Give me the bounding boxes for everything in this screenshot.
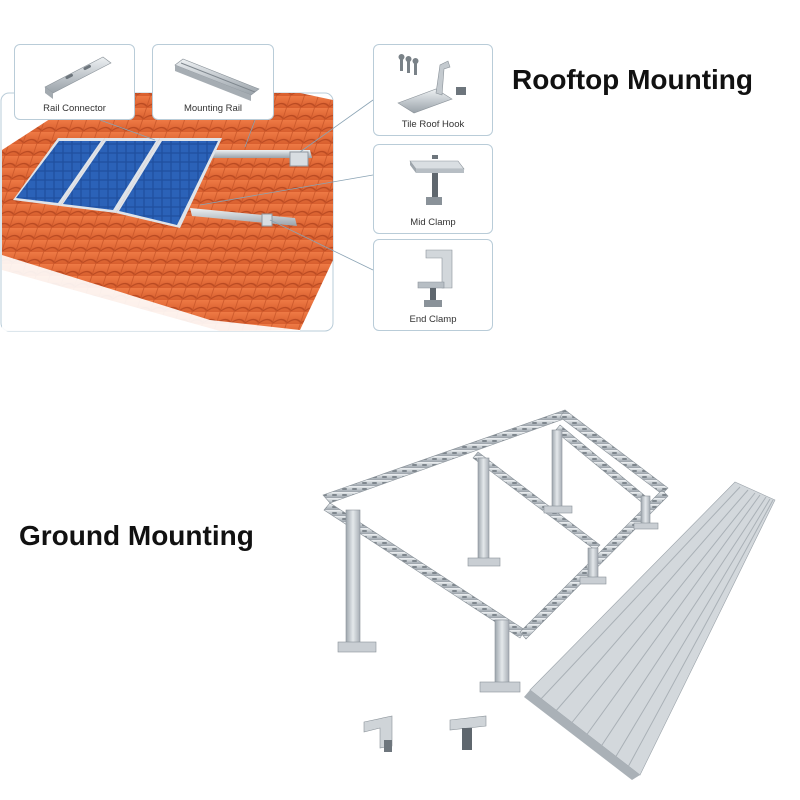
mounting-rail-callout: Mounting Rail (152, 44, 274, 120)
loose-clamps (363, 715, 487, 752)
tile-roof-hook-label: Tile Roof Hook (401, 119, 465, 130)
callout-leaders (99, 99, 374, 271)
rooftop-illustration (0, 92, 374, 332)
solar-panel-array (13, 138, 222, 228)
ground-mounting-heading: Ground Mounting (19, 520, 254, 551)
tile-roof-hook-image (397, 54, 466, 114)
end-clamp-label: End Clamp (409, 314, 457, 325)
rail-bundle (524, 481, 776, 780)
rail-connector-image (44, 56, 112, 99)
ground-legs (337, 429, 659, 693)
mid-clamp-callout: Mid Clamp (373, 144, 493, 234)
rail-connector-label: Rail Connector (43, 103, 106, 114)
mounting-rail-image (174, 58, 260, 101)
rail-connector-callout: Rail Connector (14, 44, 135, 120)
mid-clamp-label: Mid Clamp (410, 217, 456, 228)
rooftop-mounting-heading: Rooftop Mounting (512, 64, 754, 95)
mounting-rail-label: Mounting Rail (183, 103, 243, 114)
ground-mount-illustration (322, 409, 776, 780)
mid-clamp-image (409, 155, 465, 205)
tile-roof-hook-callout: Tile Roof Hook (373, 44, 493, 136)
roof-rails (190, 150, 312, 227)
end-clamp-image (417, 249, 453, 307)
end-clamp-callout: End Clamp (373, 239, 493, 331)
